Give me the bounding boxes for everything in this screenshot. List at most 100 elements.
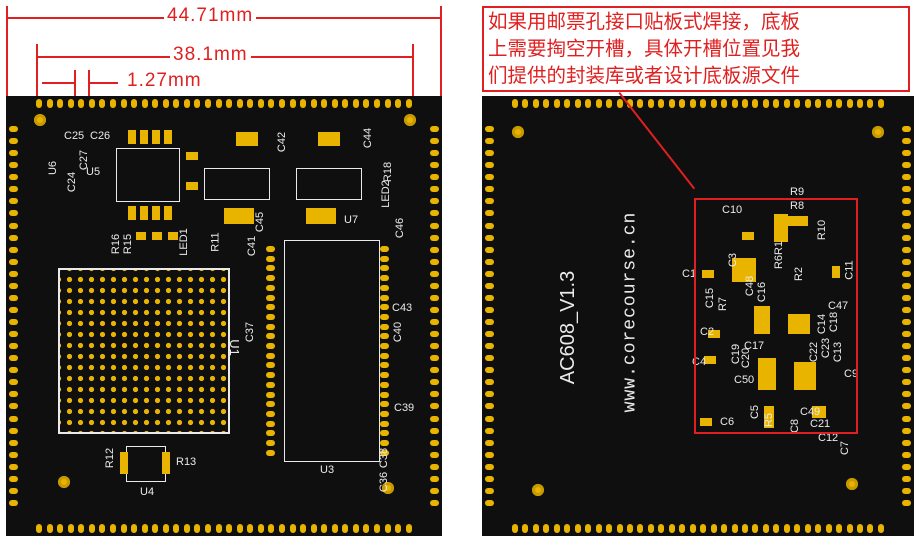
edge-pad [380,430,389,437]
edge-pad [9,126,18,132]
pad-row-bottom [512,524,884,533]
edge-pad [637,524,644,533]
edge-pad [9,499,18,506]
edge-pad [266,343,275,350]
edge-pad [266,323,275,330]
edge-pad [430,355,439,362]
edge-pad [867,99,874,108]
chip-pad [128,206,136,220]
edge-pad [109,99,116,108]
edge-pad [9,415,18,422]
edge-pad [485,319,494,325]
pad-col-left [485,126,494,506]
label-led1: LED1 [177,228,190,256]
mount-hole [382,482,394,494]
edge-pad [266,275,275,282]
label-u3: U3 [320,464,335,476]
edge-pad [485,282,494,289]
u3-pins-right [380,246,389,456]
edge-pad [380,381,389,388]
edge-pad [700,99,707,108]
dim-outer-label: 44.71mm [164,5,257,27]
label-r18: R18 [382,161,395,183]
edge-pad [485,138,494,145]
edge-pad [215,99,222,108]
edge-pad [532,99,539,108]
led-pad [168,232,178,240]
edge-pad [836,99,843,108]
edge-pad [804,524,811,533]
edge-pad [574,99,581,108]
edge-pad [485,331,494,338]
edge-pad [9,270,18,277]
led-pad [152,232,162,240]
u4-pad [162,452,170,474]
edge-pad [430,150,439,157]
edge-pad [902,367,911,374]
edge-pad [522,524,529,533]
edge-pad [430,415,439,422]
edge-pad [647,99,654,108]
led-pad [136,232,146,240]
edge-pad [430,282,439,289]
edge-pad [485,174,494,181]
edge-pad [9,391,18,398]
edge-pad [9,282,18,289]
edge-pad [430,222,439,229]
edge-pad [266,352,275,359]
pad-row-top [36,99,412,108]
pad-col-left [9,126,18,506]
edge-pad [485,367,494,374]
edge-pad [512,99,518,108]
edge-pad [658,524,665,533]
edge-pad [46,99,53,108]
edge-pad [485,126,494,132]
edge-pad [9,439,18,446]
edge-pad [266,420,275,427]
edge-pad [902,379,911,386]
note-line-3: 们提供的封装库或者设计底板源文件 [488,65,801,87]
edge-pad [485,475,494,482]
label-c38: C38 [378,447,391,469]
edge-pad [380,410,389,417]
edge-pad [278,99,285,108]
edge-pad [405,524,412,533]
edge-pad [430,499,439,506]
edge-pad [9,246,18,253]
label-u7: U7 [344,214,359,226]
edge-pad [430,451,439,458]
edge-pad [78,99,85,108]
edge-pad [595,524,602,533]
edge-pad [794,99,801,108]
edge-pad [380,372,389,379]
edge-pad [485,306,494,313]
edge-pad [331,524,338,533]
edge-pad [183,524,190,533]
edge-pad [902,222,911,229]
edge-pad [485,186,494,193]
edge-pad [485,270,494,277]
edge-pad [846,99,853,108]
label-c24: C24 [66,171,79,193]
edge-pad [430,403,439,410]
edge-pad [485,403,494,410]
edge-pad [36,524,42,533]
edge-pad [9,186,18,193]
edge-pad [902,294,911,301]
edge-pad [266,284,275,291]
edge-pad [380,265,389,272]
mount-hole [34,114,46,126]
edge-pad [266,440,275,447]
edge-pad [902,246,911,253]
edge-pad [721,524,728,533]
edge-pad [9,306,18,313]
edge-pad [877,524,884,533]
edge-pad [553,99,560,108]
edge-pad [109,524,116,533]
edge-pad [266,410,275,417]
edge-pad [78,524,85,533]
edge-pad [152,524,159,533]
label-c17: C17 [744,340,765,352]
chip-u3-outline [284,240,380,462]
label-r11: R11 [209,232,222,252]
